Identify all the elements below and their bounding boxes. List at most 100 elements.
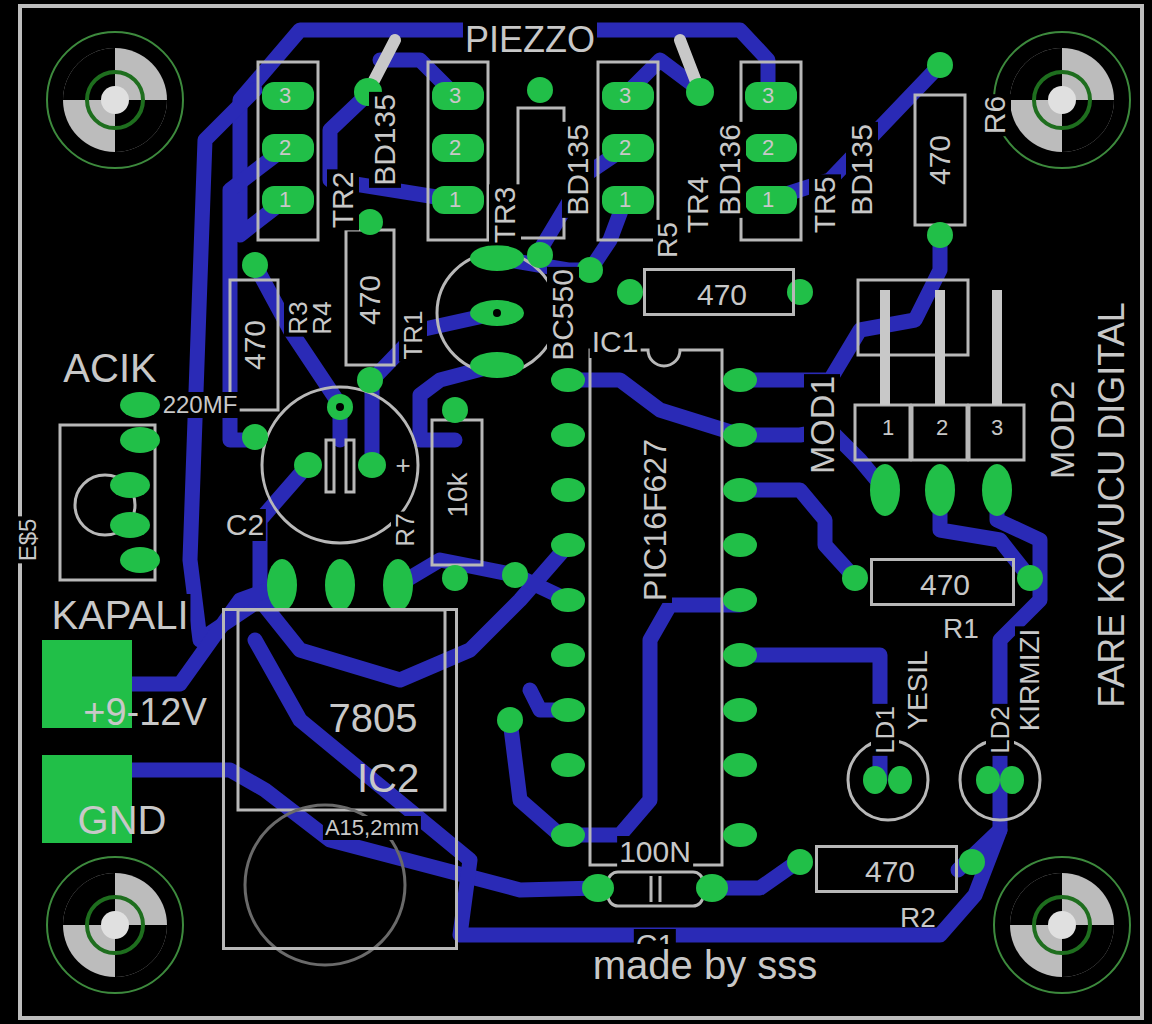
pcb-graphic xyxy=(927,222,953,248)
pcb-graphic xyxy=(502,562,528,588)
pcb-graphic xyxy=(787,279,813,305)
pin-number: 1 xyxy=(760,188,776,212)
part-value: KIRMIZI xyxy=(1015,627,1045,734)
pin-number: 1 xyxy=(447,188,463,212)
pcb-graphic xyxy=(255,640,1000,935)
pin-number: 2 xyxy=(760,136,776,160)
pcb-graphic xyxy=(740,655,880,780)
pcb-graphic xyxy=(723,823,757,847)
pcb-graphic xyxy=(992,290,1002,405)
pcb-graphic xyxy=(885,290,997,405)
pcb-graphic xyxy=(723,368,757,392)
part-name: TR5 xyxy=(809,175,841,236)
pcb-graphic xyxy=(994,32,1130,168)
pcb-graphic xyxy=(1048,911,1076,939)
pcb-graphic xyxy=(577,257,603,283)
silk-text: PIEZZO xyxy=(463,21,597,59)
pcb-graphic xyxy=(551,698,585,722)
pcb-graphic xyxy=(527,77,553,103)
pcb-graphic xyxy=(723,753,757,777)
part-value: YESIL xyxy=(903,648,933,731)
part-value: BD135 xyxy=(846,122,878,218)
pcb-graphic xyxy=(120,547,160,573)
part-value: BD135 xyxy=(369,92,401,188)
pcb-graphic xyxy=(602,82,654,110)
pcb-graphic xyxy=(262,134,314,162)
part-name: IC2 xyxy=(357,758,419,798)
pcb-graphic xyxy=(582,874,614,902)
part-name: IC1 xyxy=(590,326,641,358)
pcb-graphic xyxy=(47,32,183,168)
pcb-graphic xyxy=(63,48,167,152)
part-value: BD136 xyxy=(714,122,746,218)
pcb-graphic xyxy=(915,95,965,225)
pcb-graphic xyxy=(723,588,757,612)
part-value: 7805 xyxy=(329,698,418,738)
pcb-graphic xyxy=(470,352,524,378)
pcb-graphic xyxy=(86,30,1040,935)
switch-label: ACIK xyxy=(61,347,158,389)
pcb-graphic xyxy=(47,32,183,168)
pin-number: 3 xyxy=(760,84,776,108)
pcb-graphic xyxy=(650,876,653,902)
pcb-graphic xyxy=(327,394,353,420)
pcb-graphic xyxy=(842,565,868,591)
pcb-graphic xyxy=(383,559,413,611)
pcb-graphic xyxy=(1017,565,1043,591)
pcb-graphic xyxy=(518,108,564,238)
pcb-graphic xyxy=(870,464,900,516)
pcb-graphic xyxy=(87,897,143,953)
part-value: PIC16F627 xyxy=(638,437,672,603)
pcb-graphic xyxy=(740,235,940,380)
part-value: BD135 xyxy=(562,122,594,218)
pcb-graphic xyxy=(969,405,1024,460)
pcb-graphic xyxy=(745,134,797,162)
pcb-graphic xyxy=(262,82,314,110)
part-name: E$5 xyxy=(15,517,41,564)
pin-number: 2 xyxy=(447,136,463,160)
part-name: C2 xyxy=(224,509,266,541)
part-value: 220MF xyxy=(161,392,240,418)
pcb-graphic xyxy=(47,857,183,993)
part-value: 470 xyxy=(865,857,915,887)
pcb-graphic xyxy=(527,242,553,268)
part-value: 470 xyxy=(924,133,956,187)
terminal-label: GND xyxy=(76,799,169,841)
pcb-graphic xyxy=(357,209,383,235)
pcb-graphic xyxy=(110,512,150,538)
pcb-graphic xyxy=(47,857,183,993)
pcb-graphic xyxy=(101,86,129,114)
part-name: LD2 xyxy=(986,704,1014,756)
pcb-graphic xyxy=(723,533,757,557)
pcb-graphic xyxy=(935,290,945,405)
pcb-graphic xyxy=(959,849,985,875)
part-value: 470 xyxy=(697,280,747,310)
pcb-graphic xyxy=(242,424,268,450)
pcb-graphic xyxy=(120,392,160,418)
pin-number: 2 xyxy=(617,136,633,160)
pcb-graphic xyxy=(493,309,501,317)
board-title: FARE KOVUCU DIGITAL xyxy=(1093,300,1131,709)
pcb-graphic xyxy=(659,876,662,902)
pcb-graphic xyxy=(686,78,714,106)
pcb-graphic xyxy=(787,849,813,875)
pcb-graphic xyxy=(47,32,1130,993)
part-name: R4 xyxy=(308,299,336,336)
pcb-graphic xyxy=(994,857,1130,993)
pcb-graphic xyxy=(888,766,912,794)
pcb-graphic xyxy=(325,559,355,611)
pcb-graphic xyxy=(346,230,394,365)
pin-number: 3 xyxy=(617,84,633,108)
pcb-graphic xyxy=(723,643,757,667)
part-name: R1 xyxy=(943,615,979,643)
pcb-graphic xyxy=(740,490,855,578)
pcb-graphic xyxy=(696,874,728,902)
pcb-graphic xyxy=(976,766,1000,794)
pcb-graphic xyxy=(723,478,757,502)
pcb-graphic xyxy=(510,720,560,835)
resistor-body: 470R1 xyxy=(870,558,1015,606)
pcb-graphic xyxy=(982,464,1012,516)
part-name: TR1 xyxy=(399,308,427,361)
pcb-graphic xyxy=(551,478,585,502)
